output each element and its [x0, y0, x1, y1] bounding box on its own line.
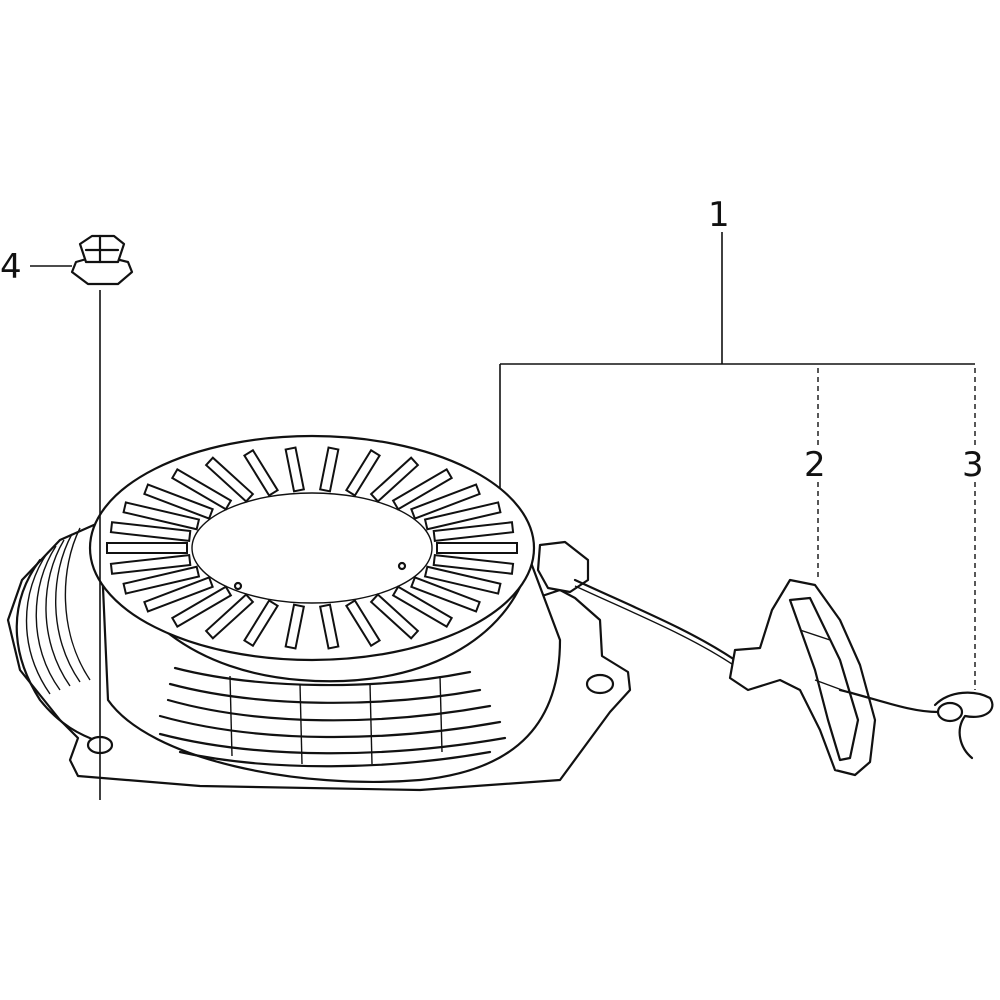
rope-coil-rim	[15, 558, 102, 744]
vent-slot	[369, 593, 420, 640]
vent-slot	[109, 521, 192, 543]
vent-slot	[170, 585, 233, 629]
flange-nut	[70, 234, 134, 800]
vent-slot	[122, 565, 201, 595]
callout-3: 3	[962, 445, 984, 485]
vent-slot	[318, 446, 340, 493]
vent-slot	[369, 456, 420, 503]
vent-slot	[423, 501, 502, 531]
side-wall-ribs	[158, 666, 507, 768]
vent-slot	[204, 456, 255, 503]
vent-slot	[106, 542, 188, 554]
recoil-starter-assembly	[6, 434, 632, 792]
vent-slot	[432, 521, 515, 543]
vent-slot	[436, 542, 518, 554]
vent-slot	[243, 599, 280, 648]
vent-slot	[318, 603, 340, 650]
starter-rope-and-grip	[573, 578, 994, 777]
vent-slot	[284, 603, 306, 650]
vent-slot	[432, 553, 515, 575]
vent-slot	[284, 446, 306, 493]
vent-slot	[344, 599, 381, 648]
callout-2: 2	[804, 445, 826, 485]
housing-side-wall	[98, 518, 562, 783]
vent-slot	[410, 576, 481, 613]
leader-lines	[30, 232, 976, 690]
rope-end	[838, 688, 940, 714]
starter-grip	[728, 578, 877, 777]
vent-slot	[410, 483, 481, 520]
vent-slot	[423, 565, 502, 595]
callout-1: 1	[708, 195, 730, 235]
vent-slot	[391, 467, 454, 511]
vent-slot	[204, 593, 255, 640]
vent-slot	[170, 467, 233, 511]
vent-slots	[106, 446, 518, 650]
rope-knot	[933, 691, 994, 760]
starter-rope	[573, 578, 737, 662]
callout-4: 4	[0, 247, 22, 287]
vent-slot	[143, 576, 214, 613]
vent-slot	[143, 483, 214, 520]
rope-guide	[536, 540, 590, 594]
mounting-hole-right	[585, 673, 615, 695]
vent-slot	[243, 448, 280, 497]
vent-slot	[344, 448, 381, 497]
vent-slot	[391, 585, 454, 629]
vent-slot	[109, 553, 192, 575]
vent-slot	[122, 501, 201, 531]
